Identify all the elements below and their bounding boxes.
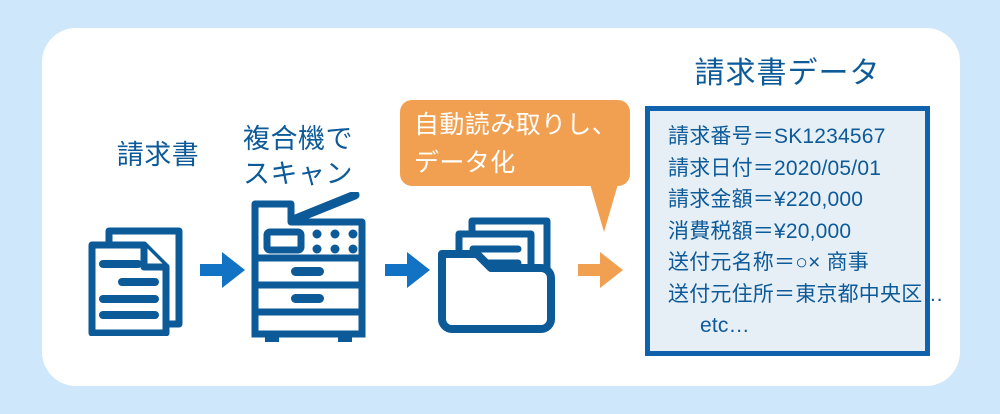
- data-line: 請求金額＝¥220,000: [668, 188, 864, 211]
- process-callout-bubble: 自動読み取りし、 データ化: [400, 100, 630, 186]
- scan-label: 複合機で スキャン: [243, 124, 353, 189]
- data-line: 請求日付＝2020/05/01: [668, 156, 882, 180]
- invoice-data-box: 請求番号＝SK1234567 請求日付＝2020/05/01 請求金額＝¥220…: [645, 106, 944, 356]
- invoice-label: 請求書: [116, 140, 200, 170]
- multifunction-printer-icon: [245, 190, 375, 342]
- arrow-right-blue-icon: [385, 250, 431, 290]
- data-line-etc: etc…: [700, 314, 750, 337]
- data-line: 消費税額＝¥20,000: [668, 219, 852, 243]
- data-panel-title: 請求書データ: [694, 57, 881, 90]
- folder-with-documents-icon: [435, 216, 570, 334]
- callout-tail: [590, 184, 618, 232]
- data-line: 送付元住所＝東京都中央区…: [668, 282, 944, 306]
- documents-icon: [78, 212, 202, 337]
- arrow-right-blue-icon: [200, 250, 246, 290]
- invoice-data-list: 請求番号＝SK1234567 請求日付＝2020/05/01 請求金額＝¥220…: [668, 121, 944, 342]
- arrow-right-orange-icon: [578, 250, 624, 290]
- process-callout-text: 自動読み取りし、 データ化: [414, 111, 618, 177]
- data-line: 送付元名称＝○× 商事: [668, 251, 869, 274]
- data-line: 請求番号＝SK1234567: [668, 125, 886, 148]
